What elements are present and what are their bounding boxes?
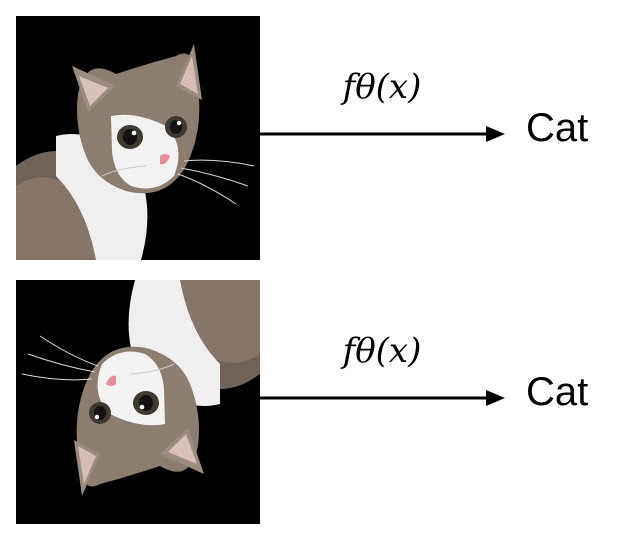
function-label: fθ(x) (342, 67, 422, 107)
arrow-right-icon (260, 390, 505, 406)
cat-photo-upright (16, 16, 260, 260)
cat-photo-upside-down (16, 280, 260, 524)
cat-illustration (16, 16, 260, 260)
arrow-right-icon (260, 126, 505, 142)
output-label: Cat (526, 370, 589, 414)
diagram-row-upside-down: fθ(x) Cat (0, 280, 618, 526)
output-label: Cat (526, 106, 589, 150)
diagram-row-upright: fθ(x) Cat (0, 16, 618, 262)
function-label: fθ(x) (342, 331, 422, 371)
cat-illustration-rotated (16, 280, 260, 524)
